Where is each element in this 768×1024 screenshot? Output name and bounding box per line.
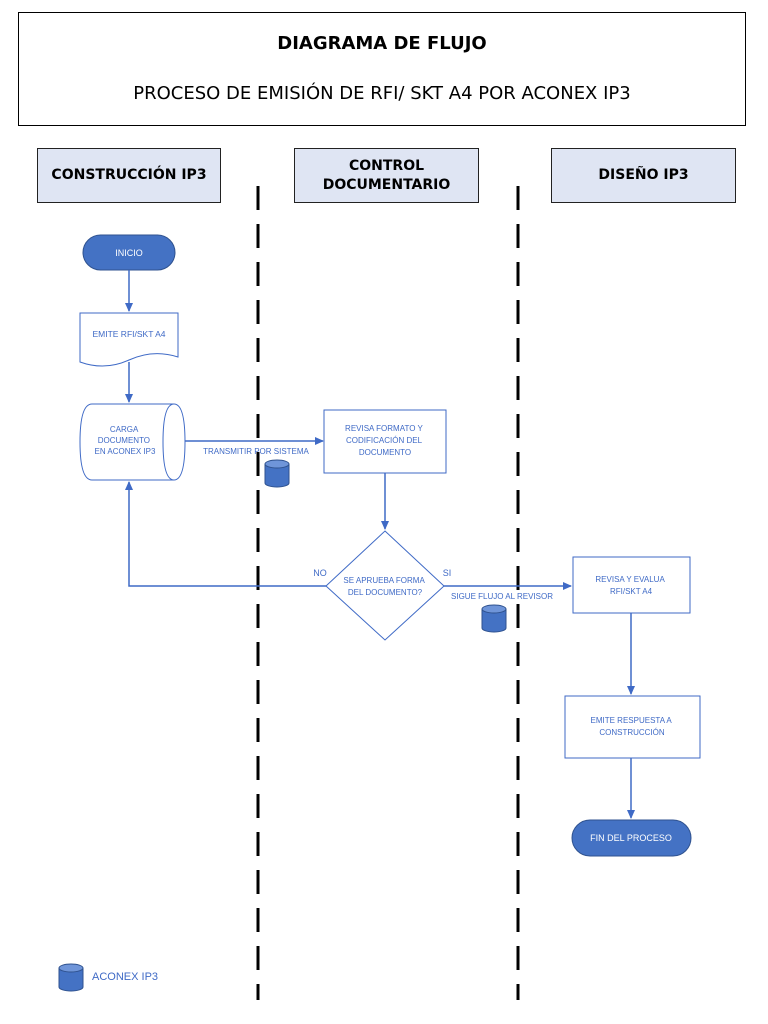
edge-label-si: SI (443, 568, 452, 578)
process-revisa-formato-line2: CODIFICACIÓN DEL (346, 436, 423, 445)
process-revisa-evalua-line2: RFI/SKT A4 (610, 587, 653, 596)
svg-text:REVISA Y EVALUA RFI/SKT: REVISA Y EVALUA RFI/SKT A4 (595, 575, 666, 596)
lane-header-control-documentario: CONTROL DOCUMENTARIO (294, 148, 479, 203)
lane-header-construccion: CONSTRUCCIÓN IP3 (37, 148, 221, 203)
edge-label-no: NO (313, 568, 327, 578)
stored-data-carga-line3: EN ACONEX IP3 (95, 447, 156, 456)
edge-label-transmitir: TRANSMITIR POR SISTEMA (203, 447, 309, 456)
svg-text:REVISA FORMATO Y CODIFIC: REVISA FORMATO Y CODIFICACIÓN DEL DOCUME… (345, 424, 425, 457)
decision-line1: SE APRUEBA FORMA (343, 576, 425, 585)
svg-text:SE APRUEBA FORMA DEL DOC: SE APRUEBA FORMA DEL DOCUMENTO? (343, 576, 426, 597)
legend-database-icon (58, 963, 84, 992)
process-revisa-formato: REVISA FORMATO Y CODIFICACIÓN DEL DOCUME… (323, 409, 447, 474)
process-revisa-formato-line1: REVISA FORMATO Y (345, 424, 423, 433)
svg-text:EMITE RESPUESTA A CONSTR: EMITE RESPUESTA A CONSTRUCCIÓN (591, 716, 674, 737)
document-emite-rfi: EMITE RFI/SKT A4 (79, 312, 179, 367)
edge-label-sigue: SIGUE FLUJO AL REVISOR (451, 592, 553, 601)
process-emite-respuesta-line1: EMITE RESPUESTA A (591, 716, 673, 725)
process-emite-respuesta-line2: CONSTRUCCIÓN (599, 728, 665, 737)
end-terminal: FIN DEL PROCESO (571, 819, 692, 857)
end-label: FIN DEL PROCESO (590, 833, 672, 843)
diagram-title: DIAGRAMA DE FLUJO (277, 33, 487, 54)
legend-label: ACONEX IP3 (92, 971, 159, 983)
lane-header-diseno: DISEÑO IP3 (551, 148, 736, 203)
process-revisa-evalua: REVISA Y EVALUA RFI/SKT A4 (572, 556, 691, 614)
process-revisa-formato-line3: DOCUMENTO (359, 448, 411, 457)
database-icon (264, 459, 290, 488)
svg-text:CARGA DOCUMENTO EN: CARGA DOCUMENTO EN ACONEX IP3 (95, 425, 156, 456)
start-terminal: INICIO (82, 234, 176, 271)
diagram-subtitle: PROCESO DE EMISIÓN DE RFI/ SKT A4 POR AC… (133, 83, 631, 104)
document-emite-rfi-label: EMITE RFI/SKT A4 (92, 329, 165, 339)
title-box: DIAGRAMA DE FLUJO PROCESO DE EMISIÓN DE … (18, 12, 746, 126)
start-label: INICIO (115, 248, 143, 258)
arrow-no-back-to-upload (125, 481, 326, 587)
stored-data-carga-line2: DOCUMENTO (98, 436, 150, 445)
process-revisa-evalua-line1: REVISA Y EVALUA (595, 575, 665, 584)
process-emite-respuesta: EMITE RESPUESTA A CONSTRUCCIÓN (564, 695, 701, 759)
decision-line2: DEL DOCUMENTO? (348, 588, 423, 597)
database-icon (481, 604, 507, 633)
stored-data-carga-line1: CARGA (110, 425, 139, 434)
decision-aprueba-forma: SE APRUEBA FORMA DEL DOCUMENTO? (325, 530, 445, 641)
stored-data-carga: CARGA DOCUMENTO EN ACONEX IP3 (79, 403, 186, 481)
